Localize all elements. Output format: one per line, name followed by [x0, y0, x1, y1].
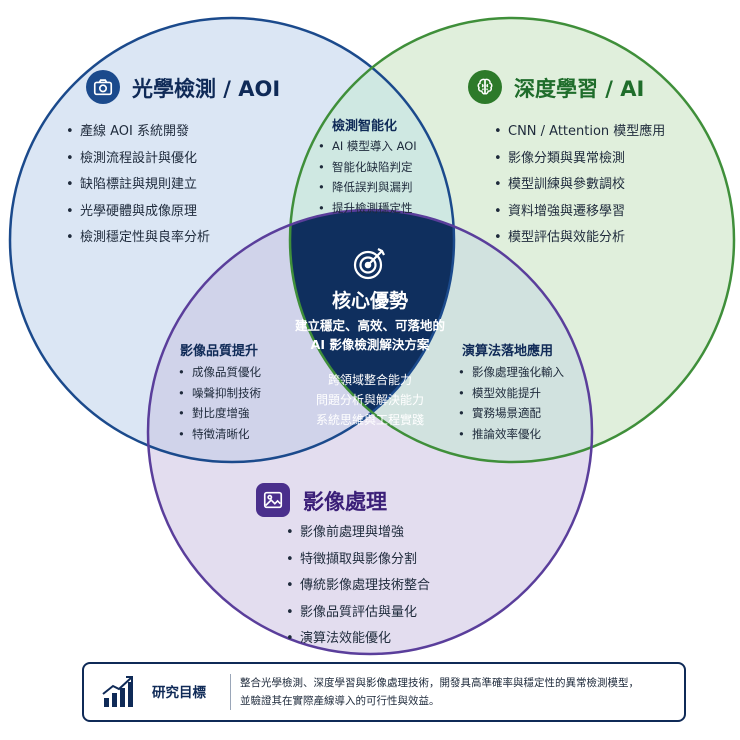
aoi-title: 光學檢測 / AOI	[132, 77, 281, 101]
aoi-list: 產線 AOI 系統開發 檢測流程設計與優化 缺陷標註與規則建立 光學硬體與成像原…	[66, 119, 210, 252]
overlap-aoi-ip-list: 成像品質優化 噪聲抑制技術 對比度增強 特徵清晰化	[178, 362, 261, 444]
overlap-aoi-dl-list: AI 模型導入 AOI 智能化缺陷判定 降低誤判與漏判 提升檢測穩定性	[318, 136, 417, 218]
list-item: 噪聲抑制技術	[178, 383, 261, 404]
list-item: 檢測流程設計與優化	[66, 146, 210, 173]
list-item: 影像前處理與增強	[286, 520, 430, 547]
dl-list: CNN / Attention 模型應用 影像分類與異常檢測 模型訓練與參數調校…	[494, 119, 665, 252]
list-item: 光學硬體與成像原理	[66, 199, 210, 226]
list-item: 模型效能提升	[458, 383, 564, 404]
camera-icon	[86, 70, 120, 104]
list-item: 影像品質評估與量化	[286, 600, 430, 627]
list-item: 降低誤判與漏判	[318, 177, 417, 198]
dl-circle-outline	[288, 16, 736, 464]
overlap-dl-ip-title: 演算法落地應用	[462, 344, 554, 359]
list-item: 對比度增強	[178, 403, 261, 424]
research-goal-text-line: 整合光學檢測、深度學習與影像處理技術，開發具高準確率與穩定性的異常檢測模型，	[240, 677, 639, 689]
brain-icon	[468, 70, 502, 104]
list-item: 特徵擷取與影像分割	[286, 547, 430, 574]
list-item: 影像處理強化輸入	[458, 362, 564, 383]
list-item: AI 模型導入 AOI	[318, 136, 417, 157]
core-subtitle: 建立穩定、高效、可落地的 AI 影像檢測解決方案	[280, 316, 460, 354]
overlap-aoi-dl-title: 檢測智能化	[332, 119, 398, 134]
research-goal-text-line: 並驗證其在實際產線導入的可行性與效益。	[240, 695, 440, 707]
list-item: 跨領域整合能力	[327, 373, 412, 387]
core-title: 核心優勢	[331, 290, 408, 312]
list-item: 問題分析與解決能力	[315, 393, 424, 407]
list-item: 實務場景適配	[458, 403, 564, 424]
core-list: 跨領域整合能力 問題分析與解決能力 系統思維與工程實踐	[290, 370, 450, 430]
list-item: 成像品質優化	[178, 362, 261, 383]
research-goal-text: 整合光學檢測、深度學習與影像處理技術，開發具高準確率與穩定性的異常檢測模型， 並…	[240, 674, 639, 710]
research-goal-label: 研究目標	[152, 685, 206, 701]
core-subtitle-line: 建立穩定、高效、可落地的	[294, 318, 445, 333]
list-item: 系統思維與工程實踐	[315, 413, 424, 427]
ip-title: 影像處理	[303, 490, 387, 514]
aoi-circle-outline	[8, 16, 456, 464]
list-item: CNN / Attention 模型應用	[494, 119, 665, 146]
footer-divider	[230, 674, 231, 710]
list-item: 演算法效能優化	[286, 626, 430, 653]
overlap-dl-ip-list: 影像處理強化輸入 模型效能提升 實務場景適配 推論效率優化	[458, 362, 564, 444]
list-item: 產線 AOI 系統開發	[66, 119, 210, 146]
target-icon	[351, 244, 389, 282]
list-item: 缺陷標註與規則建立	[66, 172, 210, 199]
image-icon	[256, 483, 290, 517]
ip-list: 影像前處理與增強 特徵擷取與影像分割 傳統影像處理技術整合 影像品質評估與量化 …	[286, 520, 430, 653]
list-item: 資料增強與遷移學習	[494, 199, 665, 226]
core-subtitle-line: AI 影像檢測解決方案	[310, 337, 430, 352]
list-item: 傳統影像處理技術整合	[286, 573, 430, 600]
list-item: 模型評估與效能分析	[494, 225, 665, 252]
list-item: 推論效率優化	[458, 424, 564, 445]
research-goal-box: 研究目標 整合光學檢測、深度學習與影像處理技術，開發具高準確率與穩定性的異常檢測…	[82, 662, 686, 722]
list-item: 檢測穩定性與良率分析	[66, 225, 210, 252]
list-item: 影像分類與異常檢測	[494, 146, 665, 173]
list-item: 模型訓練與參數調校	[494, 172, 665, 199]
overlap-aoi-ip-title: 影像品質提升	[180, 344, 259, 359]
list-item: 提升檢測穩定性	[318, 198, 417, 219]
dl-title: 深度學習 / AI	[514, 77, 645, 101]
growth-chart-icon	[100, 674, 136, 710]
list-item: 智能化缺陷判定	[318, 157, 417, 178]
list-item: 特徵清晰化	[178, 424, 261, 445]
